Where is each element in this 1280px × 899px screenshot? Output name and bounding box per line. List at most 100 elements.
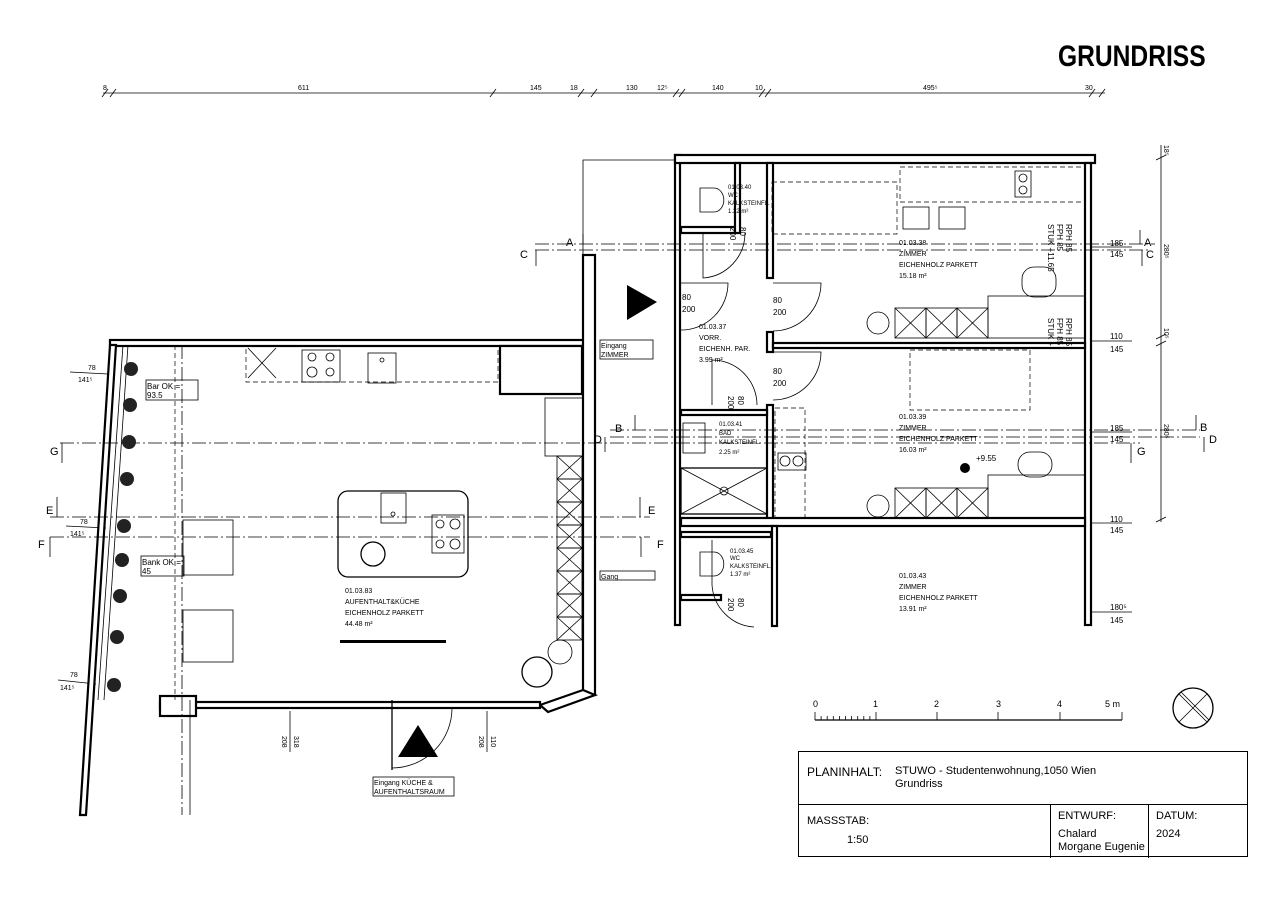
dim-label: 180⁵	[1110, 603, 1127, 612]
svg-text:AUFENTHALT&KÜCHE: AUFENTHALT&KÜCHE	[345, 598, 420, 606]
section-mark: E	[648, 505, 655, 517]
dim-label: 110	[1110, 332, 1123, 341]
dim-label: 78	[70, 672, 78, 679]
title-block-content-row: PLANINHALT: STUWO - Studentenwohnung,105…	[799, 752, 1247, 805]
svg-text:RPH 85: RPH 85	[1064, 224, 1073, 253]
svg-text:FPH 85: FPH 85	[1055, 224, 1064, 252]
dim-label: 78	[80, 519, 88, 526]
svg-text:01.03.38: 01.03.38	[899, 240, 926, 247]
svg-text:4: 4	[1057, 699, 1062, 709]
door-height: 200	[728, 227, 737, 241]
dim-label: 318	[292, 736, 299, 748]
svg-text:EICHENHOLZ PARKETT: EICHENHOLZ PARKETT	[899, 595, 979, 602]
svg-text:44.48 m²: 44.48 m²	[345, 621, 373, 628]
svg-text:ZIMMER: ZIMMER	[899, 425, 927, 432]
chair	[1021, 266, 1057, 298]
dimension-tick	[577, 88, 585, 98]
kitchen-furniture	[107, 345, 584, 815]
section-mark: D	[1209, 434, 1217, 446]
svg-text:01.03.83: 01.03.83	[345, 588, 372, 595]
wardrobe-cross	[956, 307, 989, 339]
section-mark: G	[1137, 446, 1146, 458]
section-mark: B	[615, 423, 622, 435]
dim-label: 611	[298, 85, 309, 92]
shower	[680, 467, 768, 515]
dimension-tick	[489, 88, 497, 98]
svg-text:01.03.43: 01.03.43	[899, 573, 926, 580]
dimension-tick	[672, 88, 680, 98]
wardrobe-cross	[556, 616, 583, 641]
dim-label: 208	[280, 736, 287, 748]
massstab-label: MASSSTAB:	[807, 815, 870, 827]
svg-text:2: 2	[934, 699, 939, 709]
desk	[987, 474, 1086, 519]
dim-label: 12⁵	[657, 85, 668, 92]
dim-label: 78	[88, 365, 96, 372]
svg-text:RPH 85: RPH 85	[1064, 318, 1073, 347]
dim-label: 140	[712, 85, 724, 92]
table	[182, 609, 234, 663]
svg-text:3.99 m²: 3.99 m²	[699, 357, 723, 364]
dim-label: 141⁵	[70, 531, 85, 538]
dim-label: 8	[103, 85, 107, 92]
section-mark: F	[657, 539, 664, 551]
wardrobe-cell	[556, 616, 583, 641]
dim-label: 185	[1110, 239, 1124, 248]
svg-text:EICHENHOLZ PARKETT: EICHENHOLZ PARKETT	[899, 436, 979, 443]
door-height: 200	[773, 308, 787, 317]
section-mark: F	[38, 539, 45, 551]
entry-kitchen-label: Eingang KÜCHE &	[374, 779, 433, 787]
svg-text:13.91 m²: 13.91 m²	[899, 606, 927, 613]
svg-text:STUK +11.65: STUK +11.65	[1046, 224, 1055, 272]
toilet-icon	[699, 187, 725, 213]
svg-text:01.03.40: 01.03.40	[728, 185, 752, 191]
cooktop-icon	[301, 349, 341, 383]
dim-label: 185	[1110, 424, 1124, 433]
dimension-tick	[1088, 88, 1096, 98]
svg-text:1: 1	[873, 699, 878, 709]
section-mark: D	[594, 434, 602, 446]
dimension-tick	[678, 88, 686, 98]
level-mark: +9.55	[976, 454, 997, 463]
svg-text:1.32 m²: 1.32 m²	[728, 209, 748, 215]
bed	[771, 181, 898, 235]
svg-text:0: 0	[813, 699, 818, 709]
wardrobe-cross	[556, 478, 583, 503]
section-mark: A	[1144, 237, 1152, 249]
door-width: 80	[736, 598, 745, 607]
section-mark: G	[50, 446, 59, 458]
dim-label: 141⁵	[78, 377, 93, 384]
plant-icon	[123, 398, 137, 412]
drawing-title: GRUNDRISS	[1058, 40, 1206, 73]
wardrobe-cell	[956, 487, 989, 519]
dim-label: 145	[1110, 435, 1124, 444]
wardrobe-cross	[894, 307, 927, 339]
dimension-tick	[764, 88, 772, 98]
north-arrow-icon	[1172, 687, 1214, 729]
svg-text:KALKSTEINFL.: KALKSTEINFL.	[730, 564, 772, 570]
dim-label: 110	[489, 736, 496, 747]
dim-label: 10	[755, 85, 763, 92]
bed	[909, 349, 1031, 411]
plant-icon	[866, 494, 890, 518]
dim-label: 145	[1110, 345, 1124, 354]
bench-height-value: 45	[142, 567, 151, 576]
door-height: 200	[726, 396, 735, 410]
svg-text:2.25 m²: 2.25 m²	[719, 450, 739, 456]
section-mark: B	[1200, 422, 1207, 434]
dimension-tick	[590, 88, 598, 98]
wardrobe-cross	[556, 501, 583, 526]
toilet-icon	[699, 551, 725, 577]
svg-text:01.03.37: 01.03.37	[699, 324, 726, 331]
doors	[391, 232, 822, 770]
wardrobe-cross	[556, 455, 583, 480]
